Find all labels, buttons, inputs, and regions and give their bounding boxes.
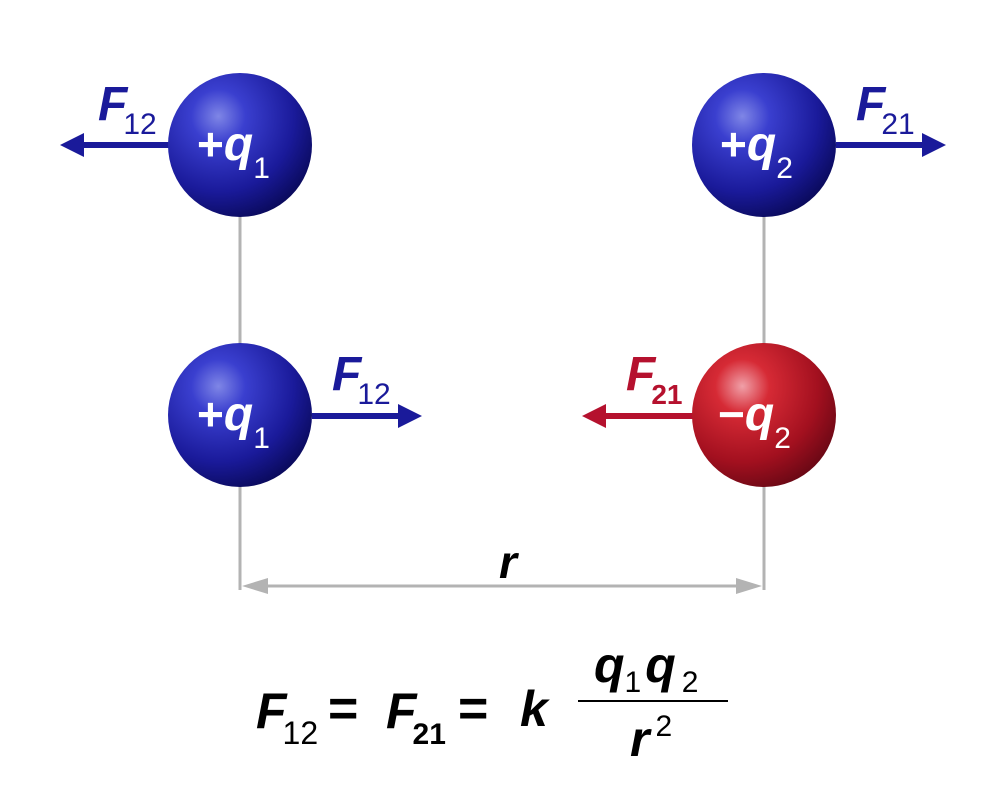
distance-arrow [242, 578, 762, 594]
charge-sphere-top-left [168, 73, 312, 217]
equation-mid: F21 [386, 683, 446, 751]
force-label-top-left: F12 [98, 78, 157, 141]
force-label-bottom-left: F12 [332, 348, 391, 411]
force-label-top-right: F21 [856, 78, 915, 141]
charge-label-bottom-right: −q2 [718, 388, 791, 455]
charge-sphere-bottom-right [692, 343, 836, 487]
charge-label-top-right: +q2 [720, 118, 793, 185]
force-arrow-top-left [60, 133, 170, 157]
distance-label: r [499, 536, 519, 588]
equation-constant: k [520, 681, 550, 737]
equation-equals-1: = [328, 680, 358, 738]
force-label-bottom-right: F21 [626, 348, 682, 410]
force-arrow-bottom-right [582, 404, 694, 428]
force-arrow-top-right [836, 133, 946, 157]
charge-sphere-bottom-left [168, 343, 312, 487]
force-arrow-bottom-left [312, 404, 422, 428]
charge-label-bottom-left: +q1 [197, 388, 270, 455]
equation-lhs: F12 [256, 683, 318, 751]
charge-sphere-top-right [692, 73, 836, 217]
charge-label-top-left: +q1 [197, 118, 270, 185]
equation-equals-2: = [458, 680, 488, 738]
